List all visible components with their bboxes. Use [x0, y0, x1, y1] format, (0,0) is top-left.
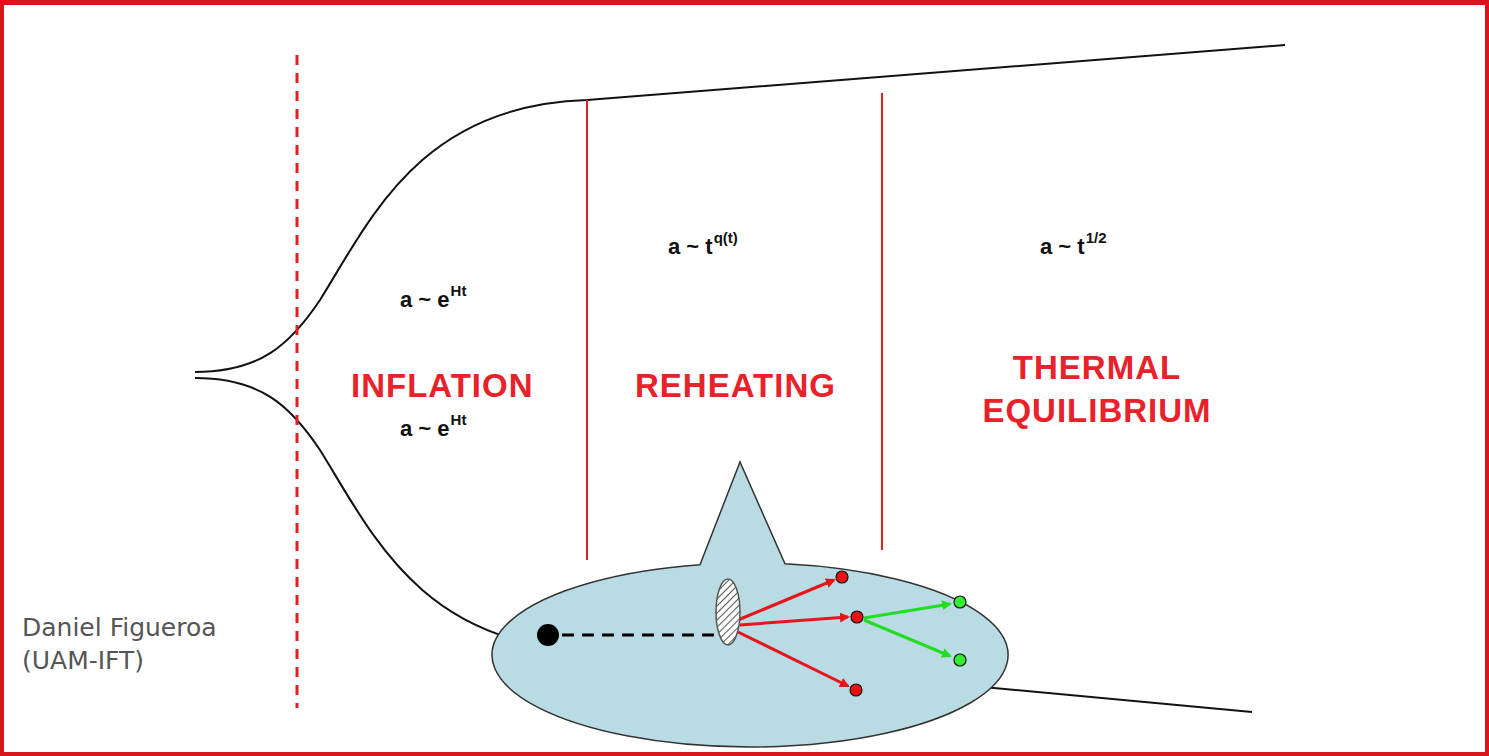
decay-product — [851, 611, 863, 623]
exponent: Ht — [451, 282, 467, 299]
decay-product — [836, 571, 848, 583]
upper-horizon-curve — [195, 45, 1285, 372]
inflation-start-line — [296, 55, 299, 708]
inflaton-propagator — [562, 634, 714, 637]
scale-factor-formula: a ~ e — [400, 287, 450, 313]
thermalization-arrow — [864, 620, 950, 656]
decay-arrow — [738, 632, 848, 686]
scale-factor-formula: a ~ t — [668, 234, 713, 260]
decay-arrow — [738, 580, 834, 620]
exponent: Ht — [451, 411, 467, 428]
scale-factor-formula: a ~ t — [1040, 234, 1085, 260]
decay-product — [850, 684, 862, 696]
phase-divider — [881, 93, 883, 550]
phase-label: REHEATING — [635, 365, 836, 408]
author-credit: Daniel Figueroa (UAM-IFT) — [22, 612, 272, 677]
interaction-vertex — [716, 579, 740, 645]
exponent: q(t) — [714, 229, 738, 246]
thermalization-arrow — [864, 604, 950, 618]
exponent: 1/2 — [1086, 229, 1107, 246]
thermal-particle — [954, 654, 966, 666]
phase-label: INFLATION — [351, 365, 534, 408]
decay-arrow — [740, 617, 848, 625]
phase-divider — [586, 100, 588, 560]
thermal-particle — [954, 596, 966, 608]
scale-factor-formula: a ~ e — [400, 416, 450, 442]
callout-bubble — [492, 462, 1008, 747]
inflaton-particle — [537, 624, 559, 646]
phase-label: THERMAL EQUILIBRIUM — [947, 347, 1247, 433]
